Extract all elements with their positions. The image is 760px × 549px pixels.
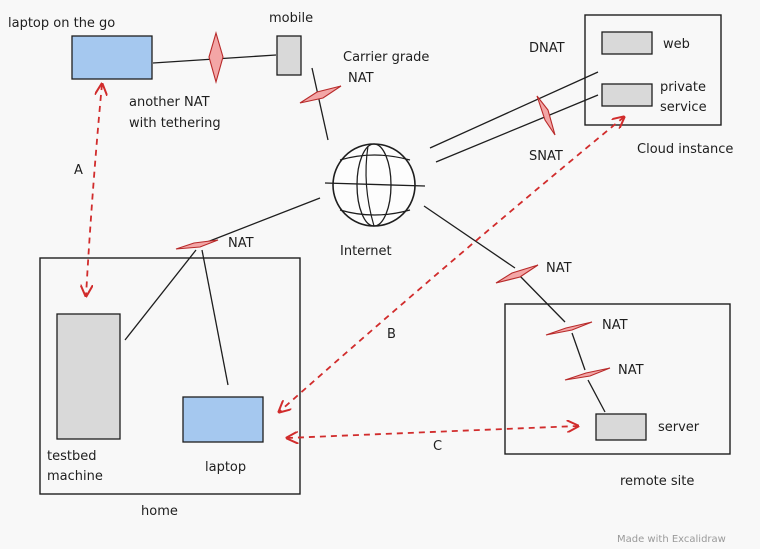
tethering-nat-icon — [208, 31, 224, 85]
link-nat3-server — [587, 379, 606, 413]
internet-globe-icon — [324, 143, 426, 227]
carrier-grade-label: Carrier grade — [343, 50, 429, 65]
internet-label: Internet — [340, 244, 392, 259]
remote-nat-1-icon — [495, 264, 539, 284]
link-internet-web — [429, 71, 599, 149]
connection-b-arrow — [279, 117, 624, 412]
home-label: home — [141, 504, 178, 519]
carrier-grade-nat-label: NAT — [348, 71, 374, 86]
remote-nat-3-label: NAT — [618, 363, 644, 378]
remote-nat-3-icon — [564, 367, 611, 381]
link-homenat-testbed — [124, 249, 197, 341]
testbed-machine-device — [56, 313, 121, 440]
link-remotenat-nat2 — [517, 273, 566, 323]
cloud-instance-box — [584, 14, 722, 126]
remote-site-label: remote site — [620, 474, 694, 489]
remote-nat-2-label: NAT — [602, 318, 628, 333]
home-laptop-device — [182, 396, 264, 443]
dnat-label: DNAT — [529, 41, 565, 56]
link-mobile-internet — [311, 67, 329, 141]
home-nat-icon — [175, 239, 219, 250]
carrier-grade-nat-icon — [299, 85, 342, 104]
snat-label: SNAT — [529, 149, 563, 164]
testbed-label: testbed — [47, 449, 96, 464]
laptop-on-the-go-device — [71, 35, 153, 80]
server-device — [595, 413, 647, 441]
another-nat-label: another NAT — [129, 95, 210, 110]
home-nat-label: NAT — [228, 236, 254, 251]
connection-a-arrow — [86, 84, 102, 296]
connection-c-arrow — [287, 426, 578, 438]
service-label: service — [660, 100, 707, 115]
link-internet-remotenat — [423, 205, 516, 269]
snat-icon — [536, 95, 556, 136]
server-label: server — [658, 420, 700, 435]
private-label: private — [660, 80, 706, 95]
laptop-label: laptop — [205, 460, 246, 475]
web-label: web — [663, 37, 690, 52]
connection-c-label: C — [433, 439, 442, 454]
link-internet-homenat — [201, 197, 321, 245]
tethering-label: with tethering — [129, 116, 221, 131]
mobile-label: mobile — [269, 11, 313, 26]
laptop-on-the-go-label: laptop on the go — [8, 16, 115, 31]
watermark-label: Made with Excalidraw — [617, 534, 726, 545]
connection-b-label: B — [387, 327, 396, 342]
mobile-device — [276, 35, 302, 76]
connection-a-label: A — [74, 163, 83, 178]
private-service-device — [601, 83, 653, 107]
cloud-instance-label: Cloud instance — [637, 142, 733, 157]
web-server-device — [601, 31, 653, 55]
machine-label: machine — [47, 469, 103, 484]
remote-nat-2-icon — [545, 321, 593, 336]
link-internet-private — [435, 94, 599, 163]
link-homenat-laptop — [201, 249, 229, 386]
link-nat2-nat3 — [571, 332, 586, 371]
remote-nat-1-label: NAT — [546, 261, 572, 276]
